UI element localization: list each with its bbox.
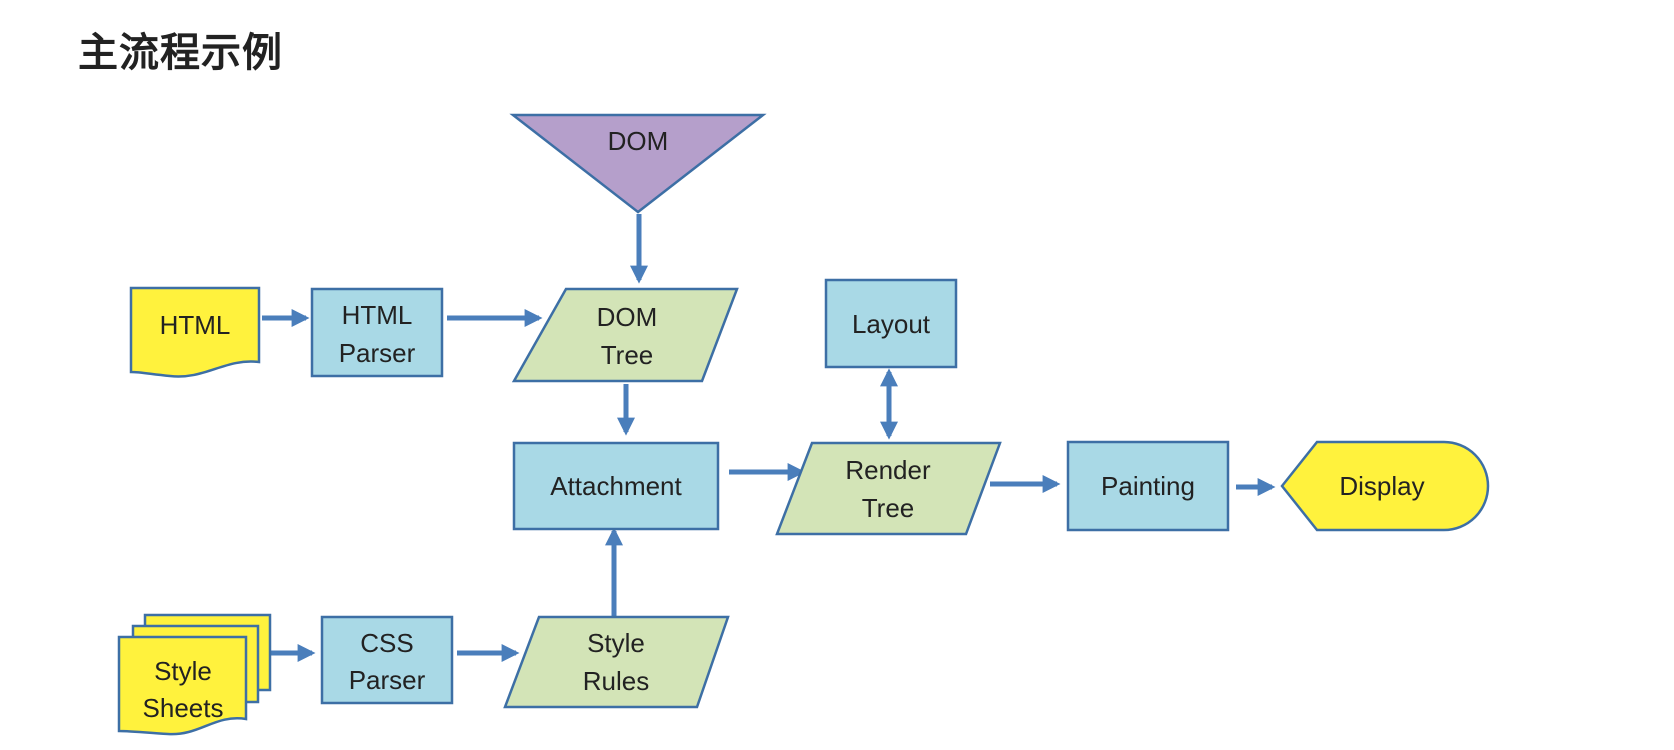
node-html-shape — [129, 286, 261, 378]
node-layout-shape — [824, 278, 958, 369]
page-title: 主流程示例 — [78, 30, 283, 76]
node-attachment-label: Attachment — [550, 471, 682, 501]
diagram-edges — [262, 214, 1276, 662]
node-html-parser-label-line1: HTML — [342, 300, 413, 330]
node-style-rules-label-line2: Rules — [583, 666, 649, 696]
node-css-parser-shape — [320, 615, 454, 705]
node-html-parser-shape — [310, 287, 444, 378]
node-style-sheets-front-page — [117, 635, 248, 736]
node-dom-tree-shape — [511, 287, 739, 383]
node-style-rules: Style Rules — [503, 615, 730, 709]
node-css-parser-label-line1: CSS — [360, 628, 413, 658]
node-display-shape — [1280, 440, 1490, 532]
node-html: HTML — [129, 286, 261, 378]
node-render-tree-label-line2: Tree — [862, 493, 915, 523]
node-display-label: Display — [1339, 471, 1424, 501]
node-dom-shape — [509, 113, 767, 214]
node-html-parser: HTML Parser — [310, 287, 444, 378]
node-dom-label: DOM — [608, 126, 669, 156]
node-layout-label: Layout — [852, 309, 931, 339]
node-render-tree-shape — [775, 441, 1002, 536]
node-render-tree-label-line1: Render — [845, 455, 931, 485]
node-dom-tree-label-line2: Tree — [601, 340, 654, 370]
node-dom-tree-label-line1: DOM — [597, 302, 658, 332]
node-html-parser-label-line2: Parser — [339, 338, 416, 368]
node-attachment: Attachment — [512, 441, 720, 531]
node-css-parser-label-line2: Parser — [349, 665, 426, 695]
node-dom: DOM — [509, 113, 767, 214]
node-style-sheets-label-line1: Style — [154, 656, 212, 686]
node-html-label: HTML — [160, 310, 231, 340]
node-style-sheets-label-line2: Sheets — [143, 693, 224, 723]
node-painting: Painting — [1066, 440, 1230, 532]
node-painting-shape — [1066, 440, 1230, 532]
node-display: Display — [1280, 440, 1490, 532]
node-painting-label: Painting — [1101, 471, 1195, 501]
node-attachment-shape — [512, 441, 720, 531]
node-layout: Layout — [824, 278, 958, 369]
node-style-rules-label-line1: Style — [587, 628, 645, 658]
node-css-parser: CSS Parser — [320, 615, 454, 705]
node-style-sheets: Style Sheets — [117, 613, 272, 736]
node-style-rules-shape — [503, 615, 730, 709]
node-render-tree: Render Tree — [775, 441, 1002, 536]
node-dom-tree: DOM Tree — [511, 287, 739, 383]
